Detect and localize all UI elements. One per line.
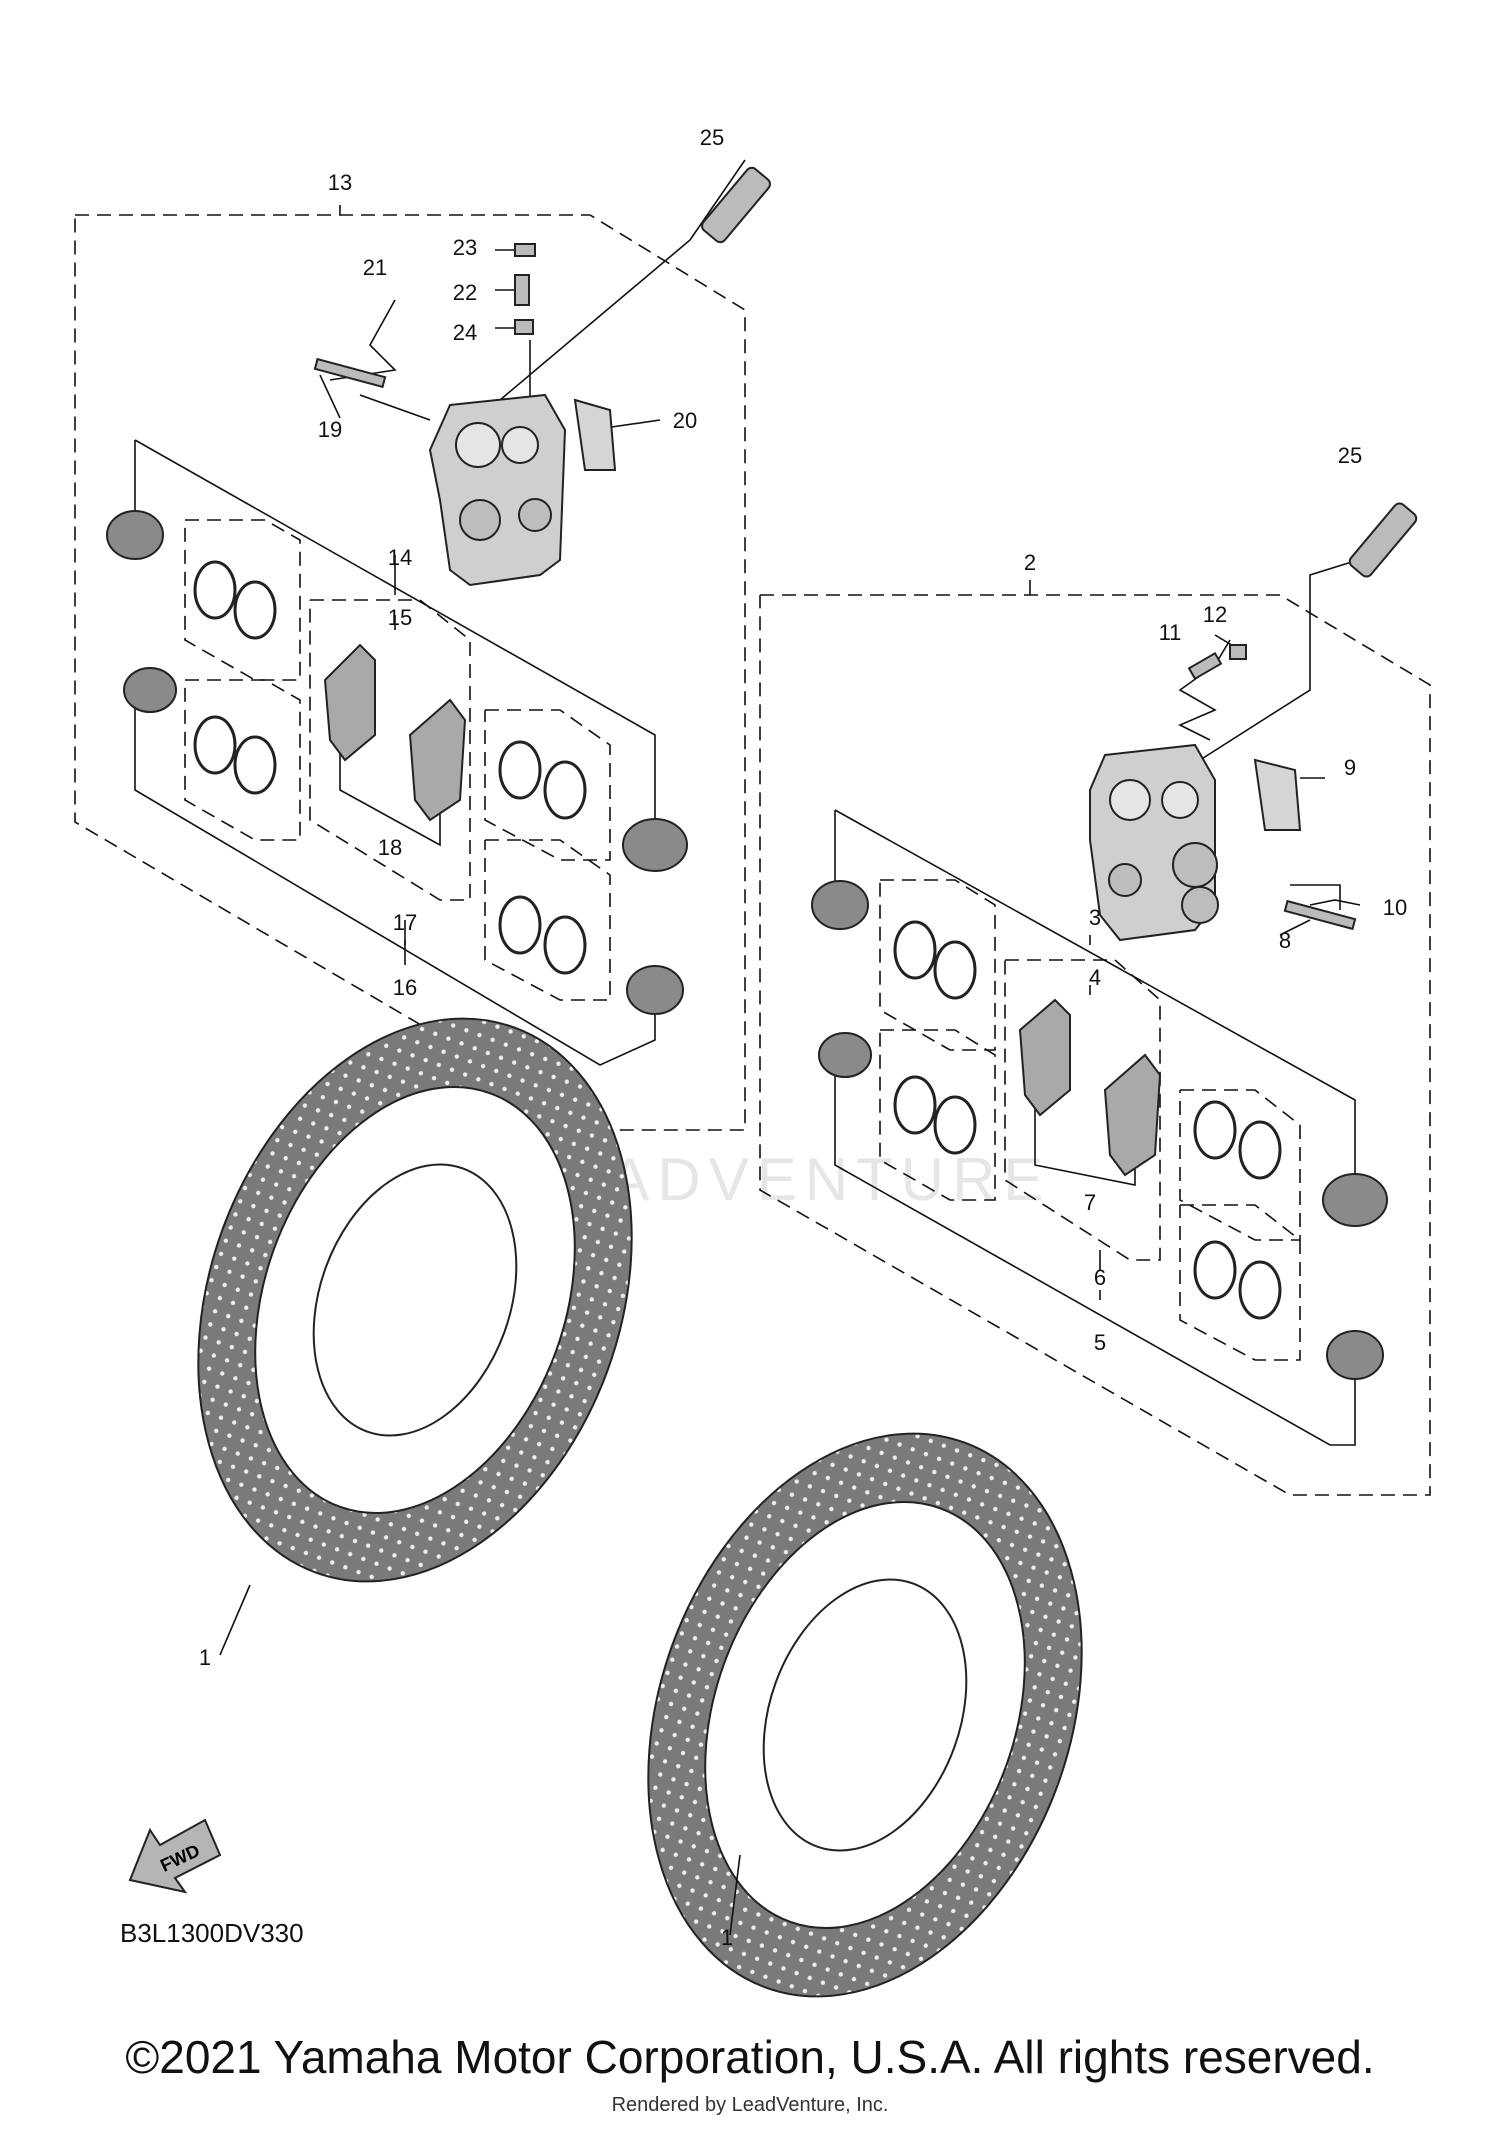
callout-11: 11 — [1159, 620, 1182, 645]
diagram-code: B3L1300DV330 — [120, 1918, 304, 1948]
callout-25-left: 25 — [700, 125, 724, 150]
callouts: 1 1 2 3 4 5 6 7 8 9 10 11 12 13 14 15 16… — [199, 125, 1407, 1950]
callout-25-right: 25 — [1338, 443, 1362, 468]
callout-1-left: 1 — [199, 1645, 211, 1670]
fwd-arrow-icon: FWD — [128, 1818, 222, 1894]
rendered-by-note: Rendered by LeadVenture, Inc. — [611, 2094, 889, 2116]
callout-6: 6 — [1094, 1265, 1106, 1290]
callout-7: 7 — [1084, 1190, 1096, 1215]
seal-groups-left — [184, 519, 611, 1001]
callout-16: 16 — [393, 975, 417, 1000]
callout-18: 18 — [378, 835, 402, 860]
leaders-right — [834, 549, 1391, 1446]
right-brake-pads — [1018, 998, 1162, 1177]
left-brake-pads — [323, 643, 467, 822]
left-pistons — [106, 510, 688, 1015]
assembly-2-boundary — [759, 594, 1431, 1496]
left-caliper-body — [428, 393, 567, 587]
callout-20: 20 — [673, 408, 697, 433]
seal-groups-right — [879, 879, 1301, 1361]
callout-15: 15 — [388, 605, 412, 630]
left-seals — [193, 560, 587, 975]
callout-12: 12 — [1203, 602, 1227, 627]
assembly-13-boundary — [74, 214, 746, 1131]
leader-disc-right — [729, 1854, 741, 1936]
callout-10: 10 — [1383, 895, 1407, 920]
callout-4: 4 — [1089, 965, 1101, 990]
right-small-parts — [1187, 502, 1418, 931]
callout-21: 21 — [363, 255, 387, 280]
callout-5: 5 — [1094, 1330, 1106, 1355]
callout-17: 17 — [393, 910, 417, 935]
callout-24: 24 — [453, 320, 477, 345]
callout-9: 9 — [1344, 755, 1356, 780]
copyright-notice: ©2021 Yamaha Motor Corporation, U.S.A. A… — [125, 2031, 1375, 2083]
callout-14: 14 — [388, 545, 412, 570]
right-caliper-body — [1089, 743, 1219, 942]
callout-22: 22 — [453, 280, 477, 305]
right-pistons — [811, 880, 1388, 1380]
left-brake-disc — [197, 1017, 633, 1583]
right-brake-disc — [647, 1432, 1083, 1998]
callout-13: 13 — [328, 170, 352, 195]
left-small-parts — [313, 166, 771, 471]
callout-23: 23 — [453, 235, 477, 260]
callout-1-right: 1 — [721, 1925, 733, 1950]
right-seals — [893, 920, 1282, 1320]
callout-8: 8 — [1279, 928, 1291, 953]
callout-19: 19 — [318, 417, 342, 442]
callout-3: 3 — [1089, 905, 1101, 930]
leader-disc-left — [219, 1584, 251, 1656]
callout-2: 2 — [1024, 550, 1036, 575]
